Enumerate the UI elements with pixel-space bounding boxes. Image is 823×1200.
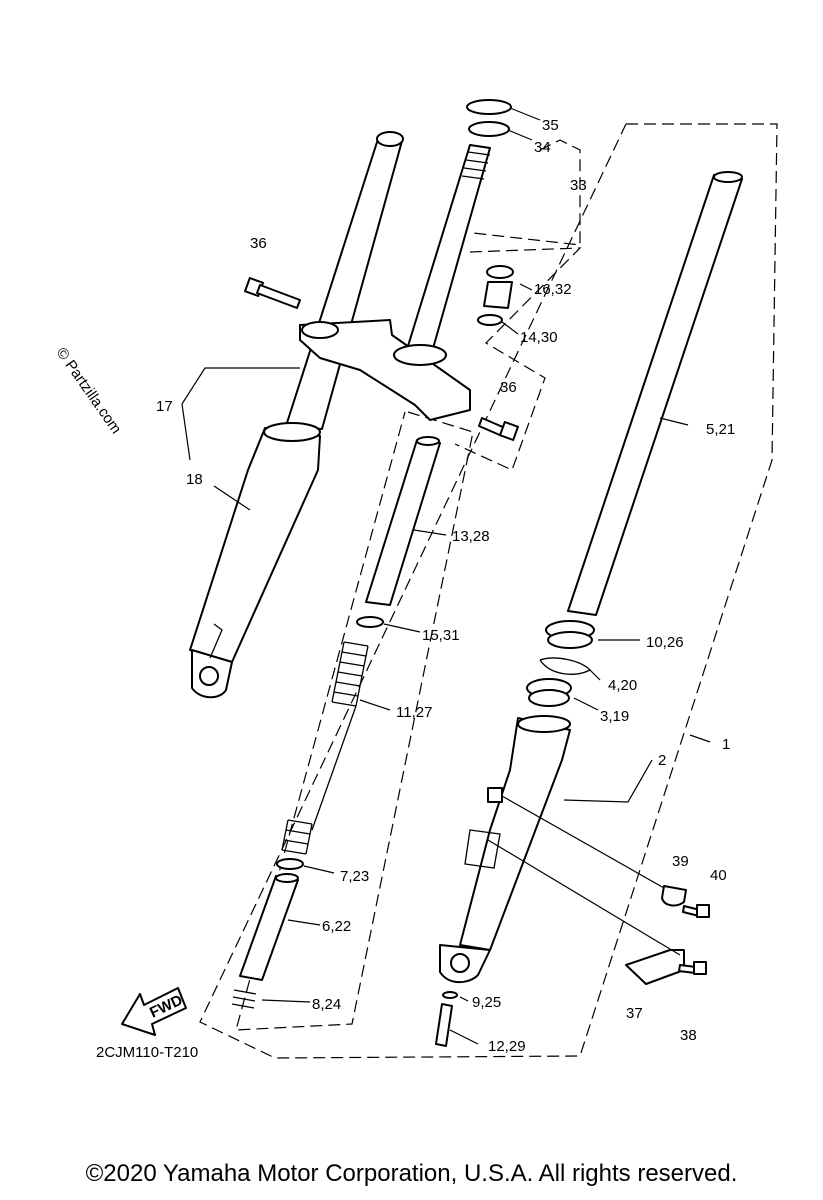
bolt-38 [678, 961, 707, 975]
diagram-code: 2CJM110-T210 [96, 1044, 198, 1061]
damper-rod [239, 875, 299, 981]
group-outline-33 [472, 139, 581, 246]
bearing-race-34 [468, 121, 510, 137]
spring-seat [356, 616, 384, 628]
steering-stem [299, 144, 491, 421]
o-ring [477, 314, 503, 326]
right-axle-hole [450, 953, 470, 973]
retaining-clip [539, 657, 592, 675]
callout-1: 1 [722, 736, 730, 753]
left-lug-bracket [209, 623, 223, 659]
left-axle-hole [199, 666, 219, 686]
callout-5-21: 5,21 [706, 421, 735, 438]
left-fork-assembly [189, 131, 404, 699]
callout-16-32: 16,32 [534, 281, 572, 298]
under-bracket [299, 319, 471, 421]
right-inner-tube-top [713, 171, 743, 183]
right-outer-tube-top [517, 715, 571, 733]
right-outer-tube [459, 717, 571, 951]
fork-spring [281, 641, 369, 855]
callout-11-27: 11,27 [396, 704, 432, 721]
damper-bolt [435, 1003, 453, 1047]
under-bracket-collar [393, 344, 447, 366]
callout-12-29: 12,29 [488, 1038, 526, 1055]
left-outer-tube [189, 427, 321, 663]
callout-8-24: 8,24 [312, 996, 341, 1013]
copper-washer [442, 991, 458, 999]
callout-13-28: 13,28 [452, 528, 490, 545]
group-outline-stem [454, 247, 582, 471]
hose-guide-tab [487, 787, 503, 803]
under-bracket-clamp [301, 321, 339, 339]
bearing-race-35 [466, 99, 512, 115]
callout-36-upper: 36 [250, 235, 267, 252]
callout-38: 38 [680, 1027, 697, 1044]
oil-seal [545, 620, 595, 649]
right-inner-tube [567, 174, 743, 616]
fwd-arrow-icon: FWD [121, 987, 187, 1036]
group-outline-1 [199, 123, 778, 1059]
piston-ring [276, 858, 304, 870]
hose-holder [661, 885, 687, 907]
stem-thread [461, 151, 491, 180]
callout-14-30: 14,30 [520, 329, 558, 346]
callout-37: 37 [626, 1005, 643, 1022]
callout-39: 39 [672, 853, 689, 870]
callout-4-20: 4,20 [608, 677, 637, 694]
callout-2: 2 [658, 752, 666, 769]
bolt-40 [682, 904, 710, 918]
copyright-notice: ©2020 Yamaha Motor Corporation, U.S.A. A… [85, 1160, 738, 1187]
cap-bolt [483, 265, 514, 309]
callout-10-26: 10,26 [646, 634, 684, 651]
group-outline-2 [235, 411, 474, 1031]
callout-36-lower: 36 [500, 379, 517, 396]
callout-40: 40 [710, 867, 727, 884]
callout-9-25: 9,25 [472, 994, 501, 1011]
bolt-36-lower [478, 417, 519, 441]
damper-rod-top [275, 873, 299, 883]
spacer-pipe-top [416, 436, 440, 446]
left-outer-tube-top [263, 422, 321, 442]
callout-18: 18 [186, 471, 203, 488]
callout-33: 33 [570, 177, 587, 194]
callout-17: 17 [156, 398, 173, 415]
left-tube-cap [376, 131, 404, 147]
callout-6-22: 6,22 [322, 918, 351, 935]
callout-34: 34 [534, 139, 551, 156]
rebound-spring [231, 989, 257, 1009]
callout-3-19: 3,19 [600, 708, 629, 725]
leader-lines [181, 107, 711, 1045]
spacer-pipe [365, 439, 441, 606]
bracket-37 [625, 949, 685, 985]
callout-15-31: 15,31 [422, 627, 460, 644]
dust-seal [526, 678, 572, 707]
bolt-36-upper [244, 277, 301, 309]
callout-7-23: 7,23 [340, 868, 369, 885]
callout-35: 35 [542, 117, 559, 134]
right-caliper-mount [464, 829, 501, 869]
partzilla-watermark: © Partzilla.com [53, 345, 125, 438]
